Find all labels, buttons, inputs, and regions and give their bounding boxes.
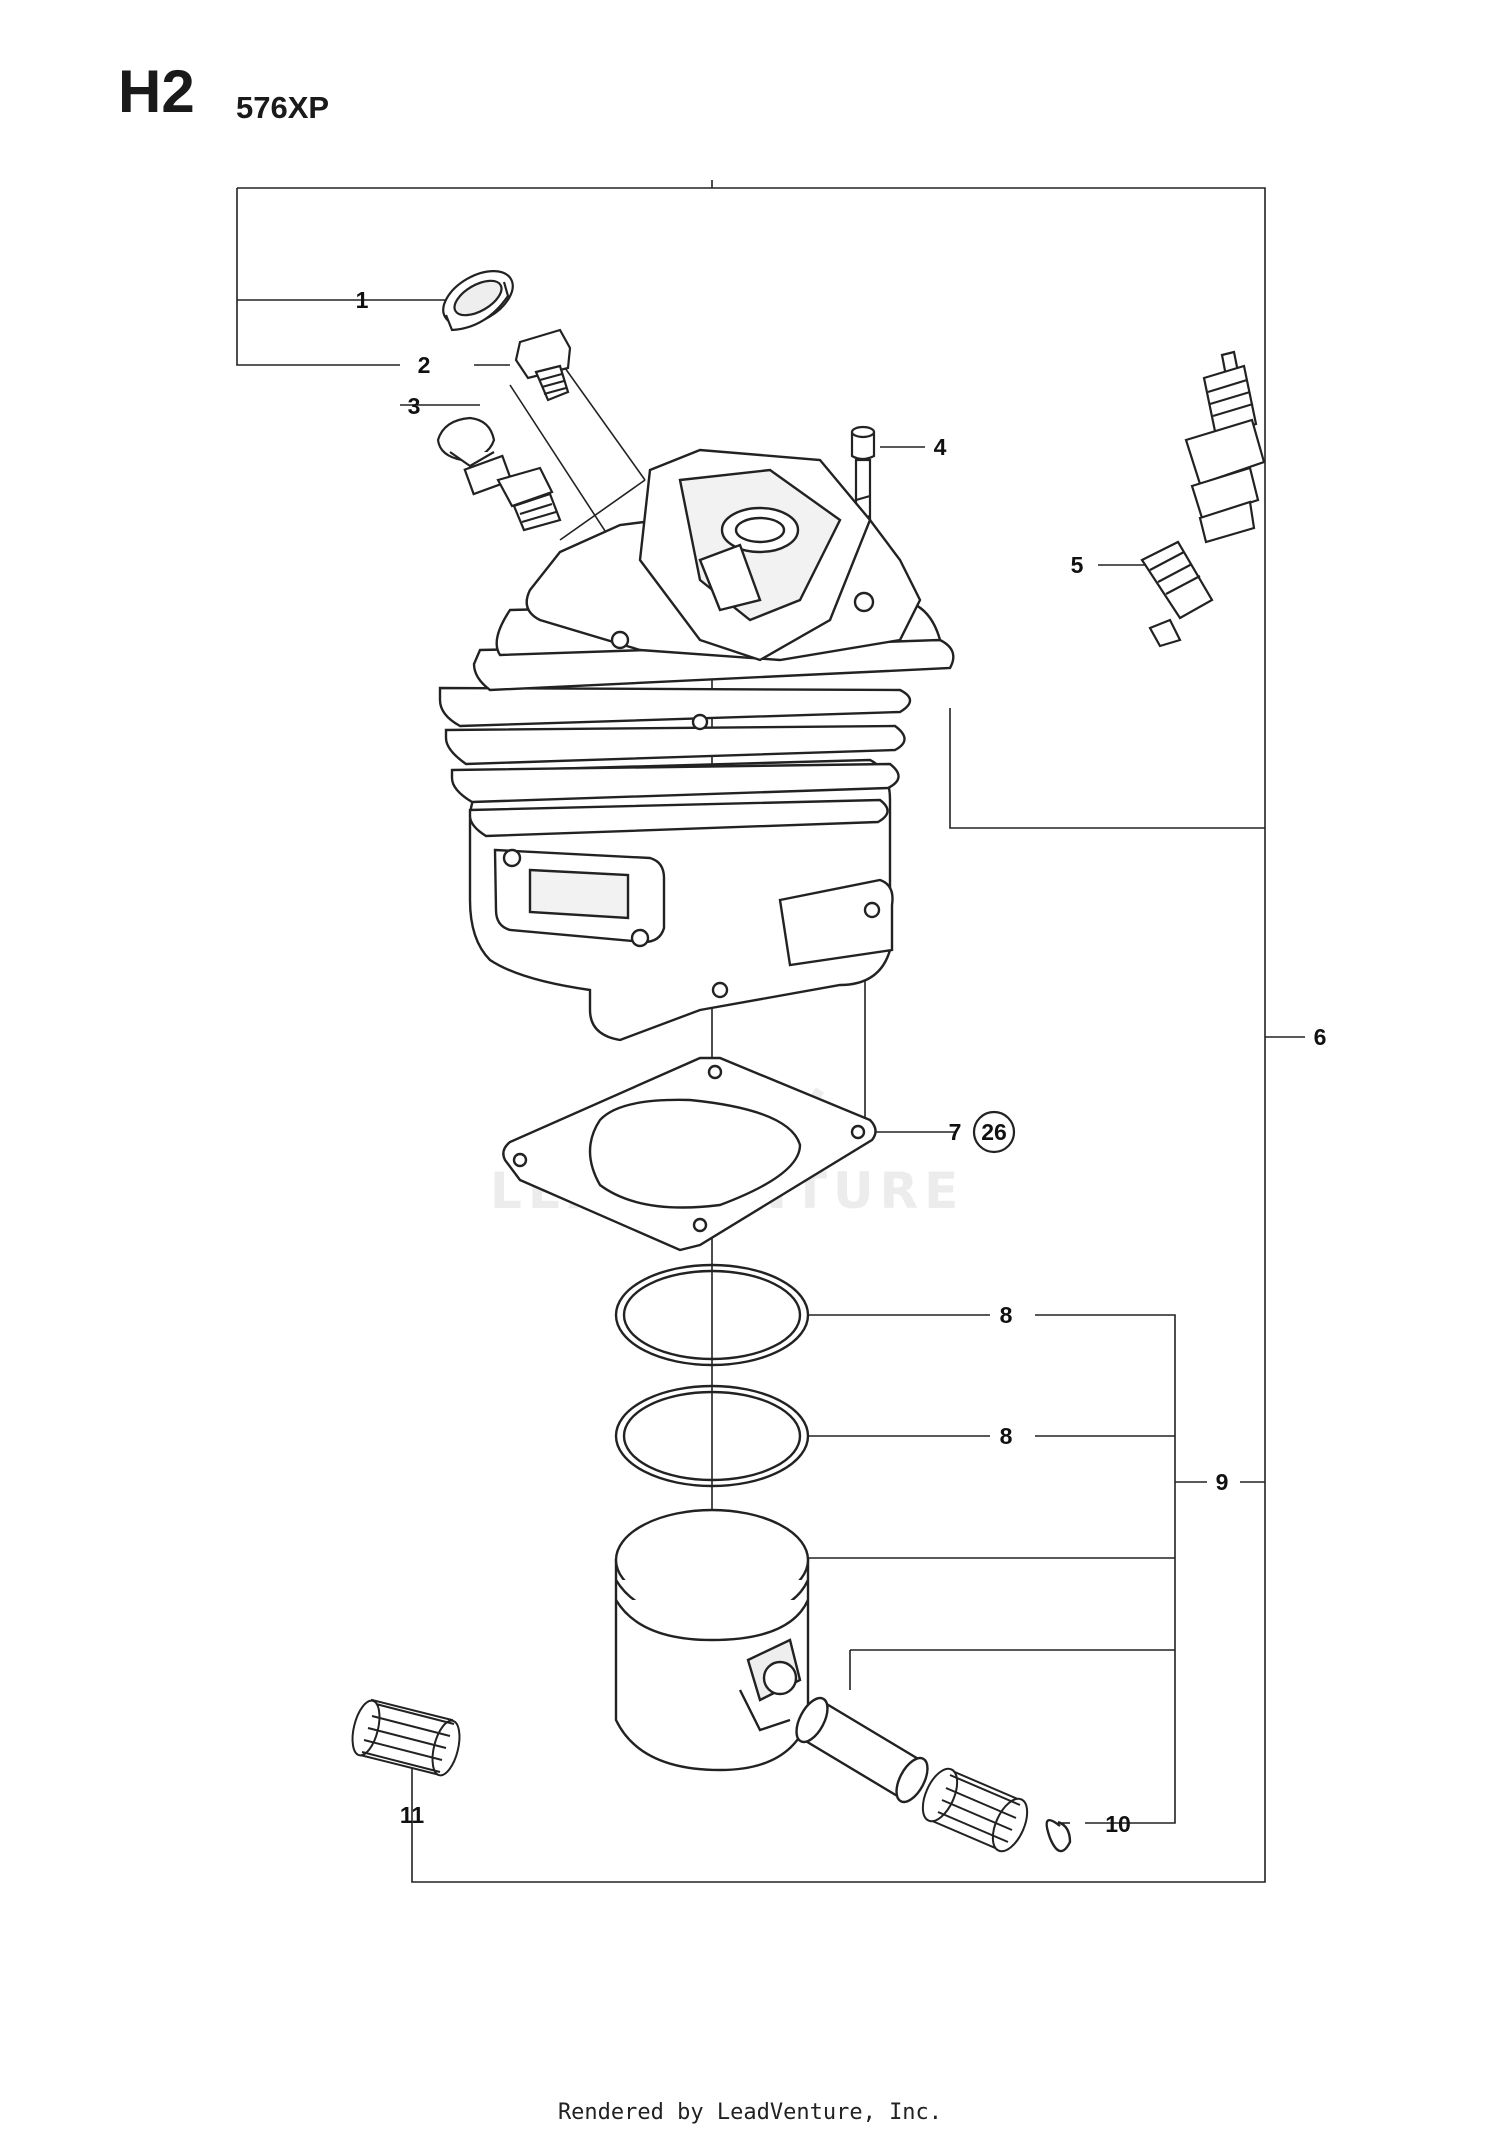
callout-10[interactable]: 10 — [1105, 1811, 1131, 1837]
bracket-1-2 — [236, 188, 400, 366]
part-piston-ring-lower — [614, 1384, 810, 1488]
footer-credit: Rendered by LeadVenture, Inc. — [557, 2100, 943, 2125]
callout-11[interactable]: 11 — [400, 1802, 425, 1828]
part-circlip — [1045, 1818, 1072, 1853]
part-plug — [514, 328, 572, 402]
part-gasket — [502, 1056, 877, 1252]
part-piston-ring-upper — [614, 1263, 810, 1367]
assembly-bracket-6 — [237, 187, 1266, 1883]
part-needle-bearing-small — [921, 1767, 1029, 1853]
part-cylinder — [438, 448, 955, 1042]
part-piston-pin — [795, 1696, 929, 1804]
part-needle-bearing — [351, 1698, 461, 1777]
callout-2[interactable]: 2 — [418, 352, 431, 378]
part-decompression-valve — [436, 416, 562, 532]
reference-circle-26 — [972, 1110, 1016, 1154]
part-piston — [614, 1508, 810, 1772]
part-spark-plug — [1140, 350, 1266, 648]
callout-4[interactable]: 4 — [934, 434, 947, 460]
callout-9[interactable]: 9 — [1216, 1469, 1229, 1495]
model-name: 576XP — [236, 90, 330, 125]
callout-7-ref[interactable]: 26 — [981, 1119, 1007, 1145]
part-cap — [442, 269, 514, 332]
callout-7[interactable]: 7 — [949, 1119, 962, 1145]
bracket-9 — [1035, 1314, 1176, 1824]
callout-6[interactable]: 6 — [1314, 1024, 1327, 1050]
callout-8-lower[interactable]: 8 — [1000, 1423, 1013, 1449]
callout-5[interactable]: 5 — [1071, 552, 1084, 578]
callout-1[interactable]: 1 — [356, 287, 369, 313]
section-code: H2 — [118, 58, 195, 125]
callout-3[interactable]: 3 — [408, 393, 421, 419]
callout-8-upper[interactable]: 8 — [1000, 1302, 1013, 1328]
